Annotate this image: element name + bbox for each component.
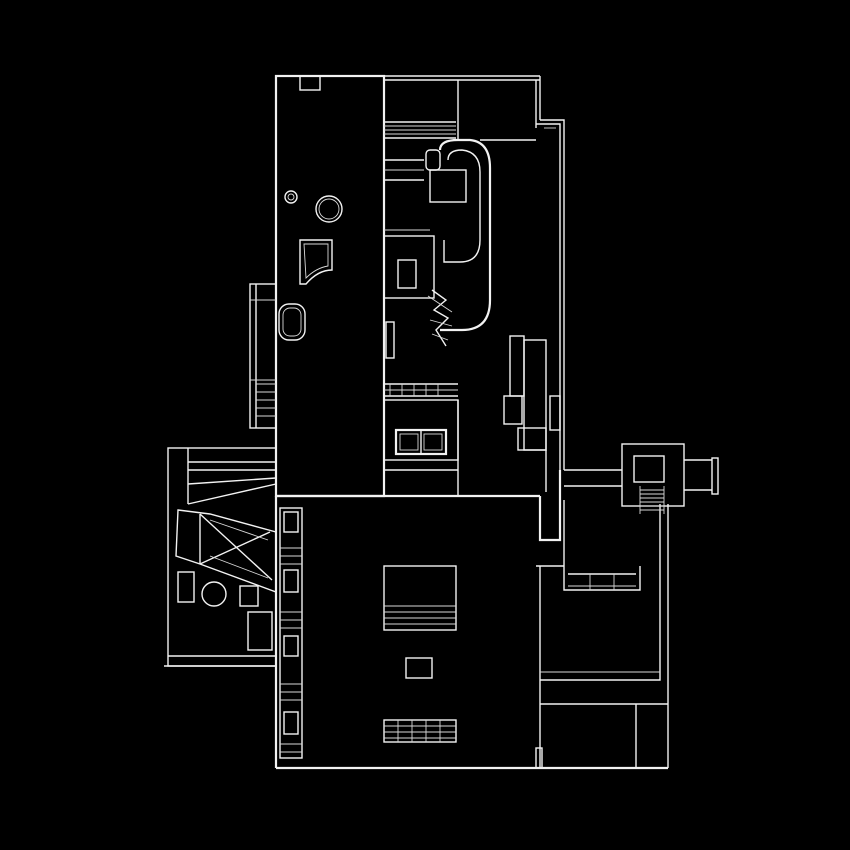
west-colonnade bbox=[279, 507, 303, 759]
dining-block bbox=[383, 383, 459, 496]
curved-core bbox=[383, 138, 492, 360]
north-wing-fixtures bbox=[278, 190, 343, 341]
south-wing bbox=[274, 470, 668, 770]
south-east-terrace bbox=[535, 500, 669, 769]
kitchen-counters bbox=[503, 335, 561, 492]
east-bridge bbox=[564, 443, 719, 514]
west-ramp bbox=[164, 447, 277, 667]
north-wing bbox=[274, 74, 565, 498]
west-entry-stair bbox=[249, 283, 277, 429]
